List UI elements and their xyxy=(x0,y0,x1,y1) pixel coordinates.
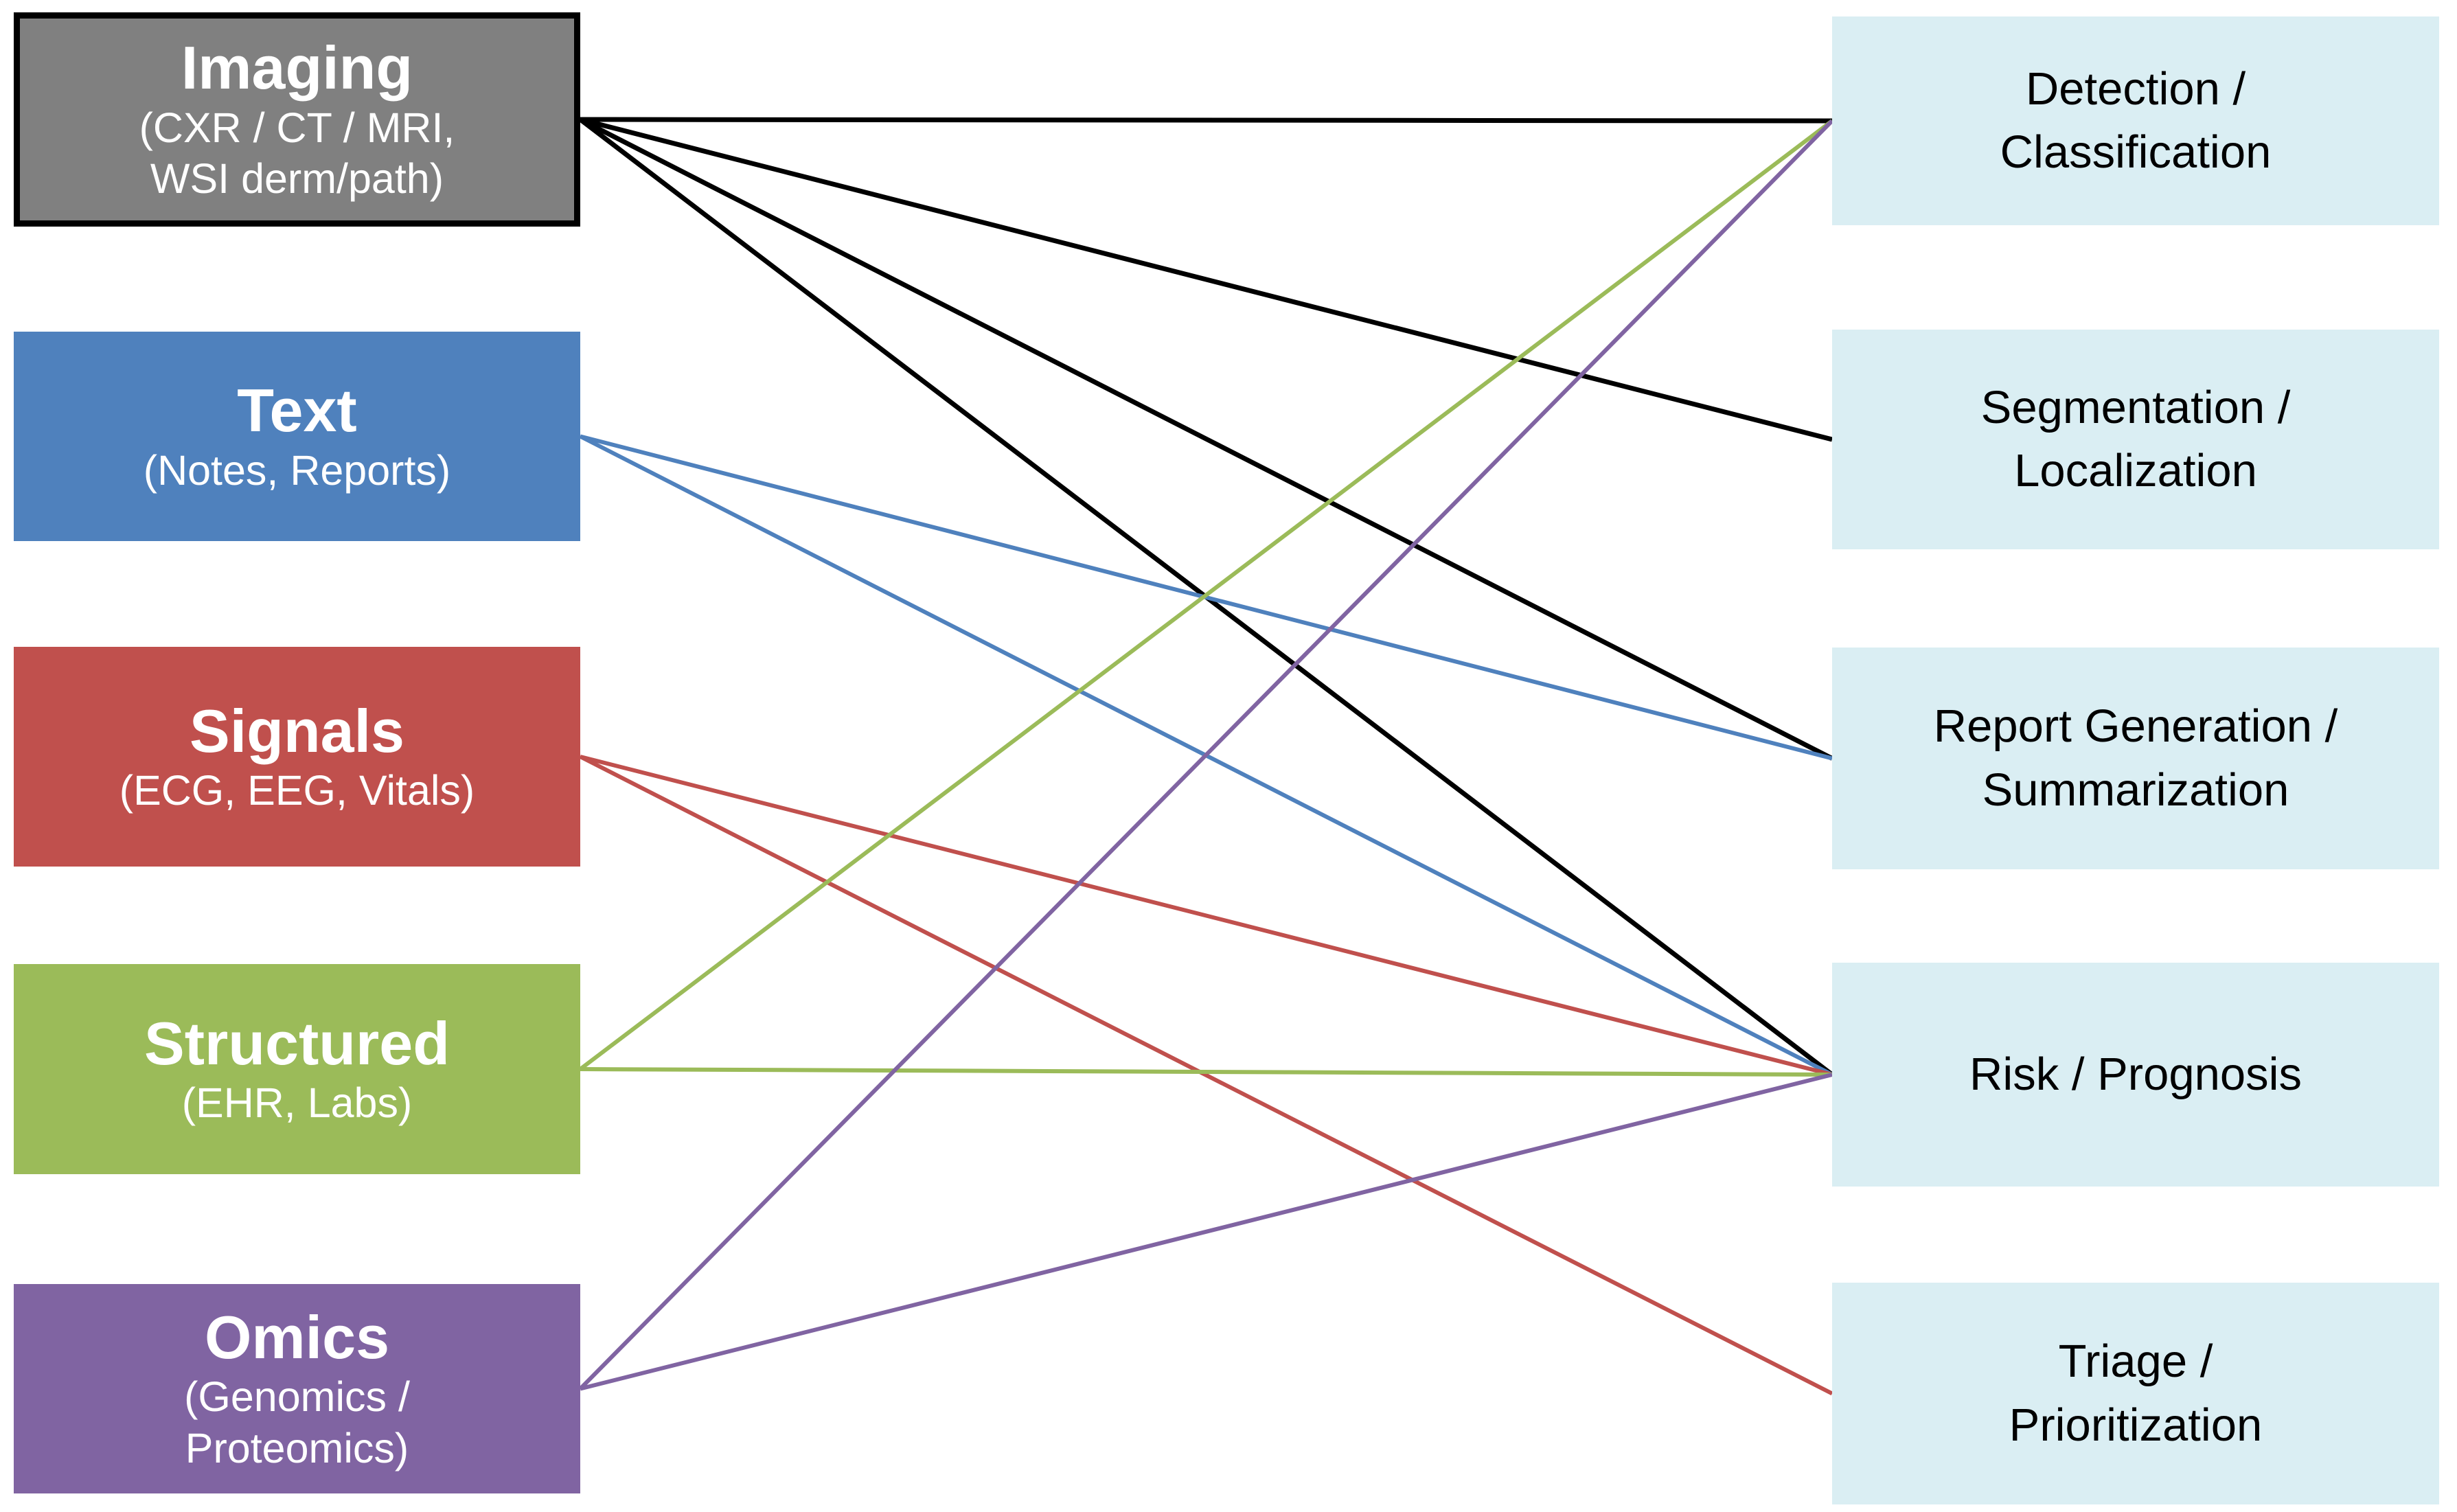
task-label: Detection / Classification xyxy=(2000,62,2272,178)
modality-box-signals: Signals (ECG, EEG, Vitals) xyxy=(14,647,580,867)
modality-box-imaging: Imaging (CXR / CT / MRI, WSI derm/path) xyxy=(14,12,580,227)
modality-title: Imaging xyxy=(181,34,413,102)
task-box-report-generation: Report Generation / Summarization xyxy=(1832,648,2439,869)
task-box-triage: Triage / Prioritization xyxy=(1832,1283,2439,1504)
task-box-risk-prognosis: Risk / Prognosis xyxy=(1832,963,2439,1187)
edge-signals-risk xyxy=(580,755,1833,1077)
task-label: Segmentation / Localization xyxy=(1980,381,2291,496)
modality-title: Text xyxy=(237,376,357,445)
edge-imaging-detection xyxy=(580,117,1833,124)
task-label: Triage / Prioritization xyxy=(2009,1336,2263,1451)
modality-title: Omics xyxy=(204,1303,390,1371)
modality-box-structured: Structured (EHR, Labs) xyxy=(14,964,580,1174)
modality-subtitle: (CXR / CT / MRI, WSI derm/path) xyxy=(139,104,455,203)
modality-subtitle: (Notes, Reports) xyxy=(143,446,451,494)
task-box-segmentation: Segmentation / Localization xyxy=(1832,330,2439,549)
edge-omics-risk xyxy=(580,1073,1833,1391)
task-label: Report Generation / Summarization xyxy=(1933,700,2338,816)
task-label: Risk / Prognosis xyxy=(1969,1048,2302,1100)
modality-subtitle: (ECG, EEG, Vitals) xyxy=(119,767,475,814)
edge-structured-detection xyxy=(579,119,1833,1071)
edge-signals-triage xyxy=(579,755,1833,1396)
edge-omics-detection xyxy=(578,119,1834,1390)
modality-title: Structured xyxy=(144,1009,450,1077)
edge-imaging-report xyxy=(579,117,1833,761)
modality-subtitle: (EHR, Labs) xyxy=(181,1079,413,1127)
edge-imaging-segmentation xyxy=(580,117,1833,442)
modality-box-text: Text (Notes, Reports) xyxy=(14,332,580,541)
modality-box-omics: Omics (Genomics / Proteomics) xyxy=(14,1284,580,1493)
task-box-detection: Detection / Classification xyxy=(1832,16,2439,225)
modality-subtitle: (Genomics / Proteomics) xyxy=(184,1373,410,1471)
edge-structured-risk xyxy=(580,1067,1833,1077)
modality-title: Signals xyxy=(190,696,404,765)
